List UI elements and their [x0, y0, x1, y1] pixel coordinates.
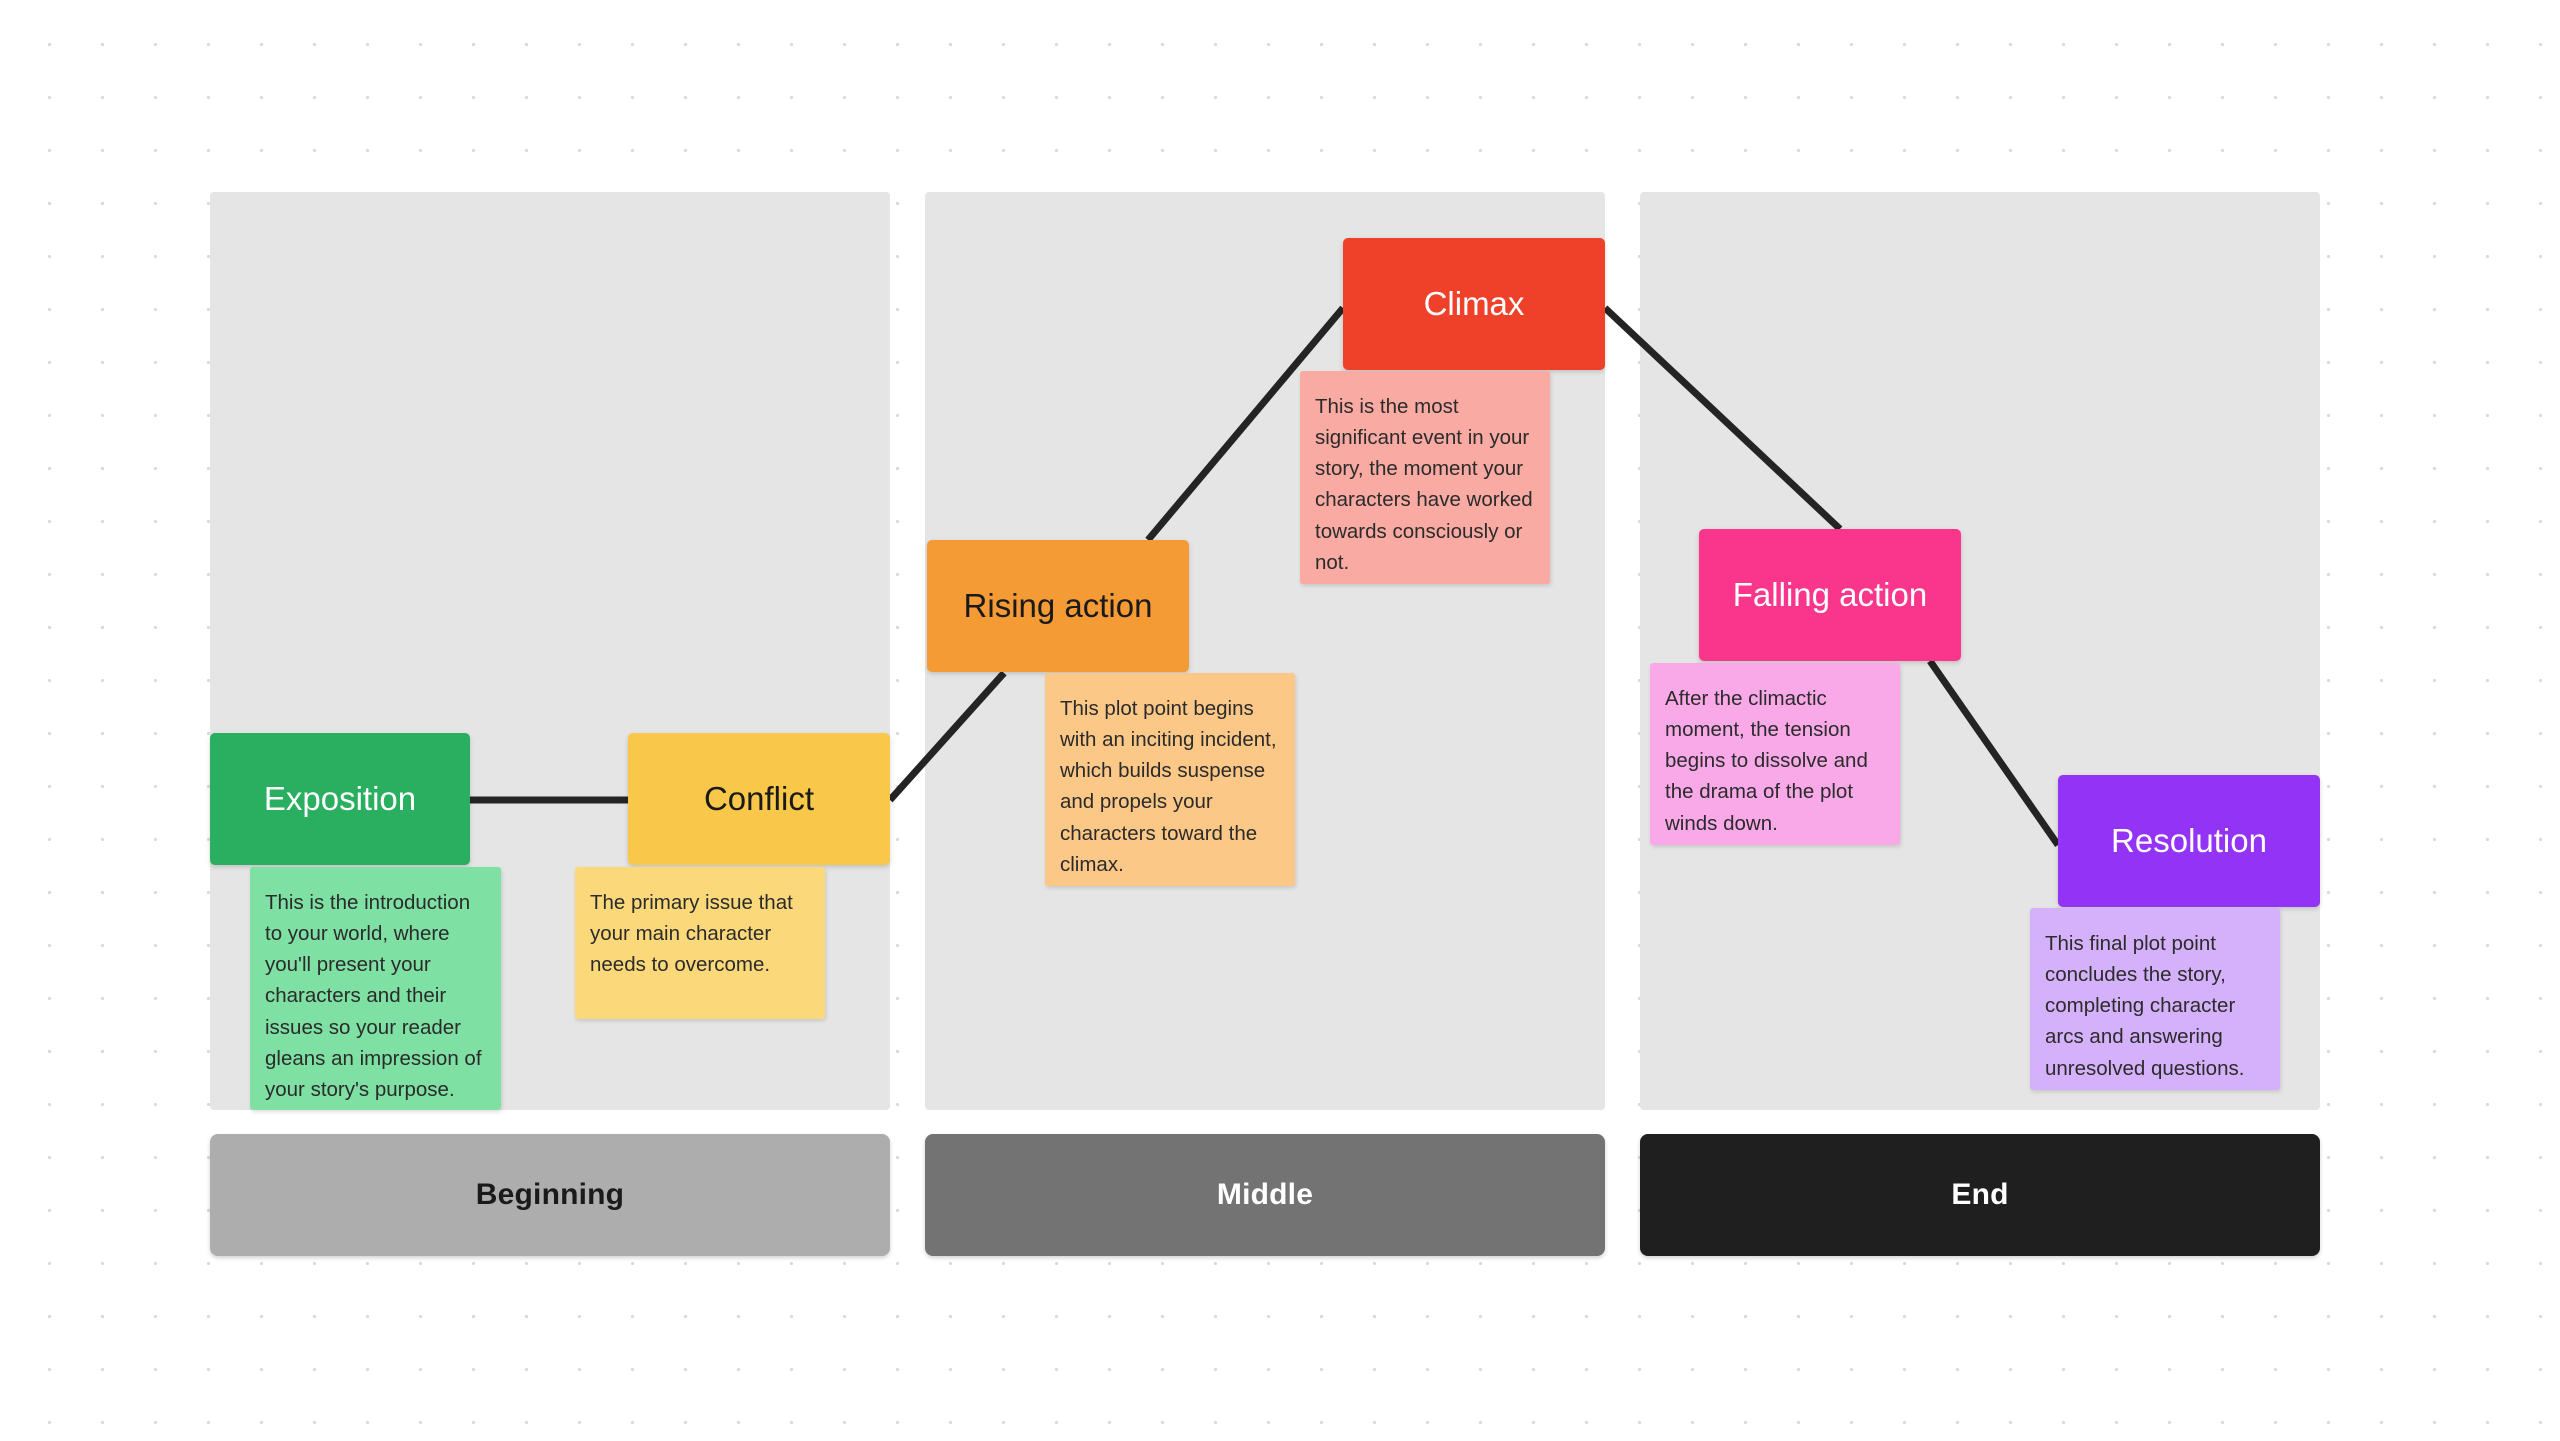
note-text-rising-action: This plot point begins with an inciting …: [1060, 697, 1277, 876]
note-text-falling-action: After the climactic moment, the tension …: [1665, 687, 1868, 835]
plot-point-falling-action[interactable]: Falling action: [1699, 529, 1961, 661]
plot-point-title-rising-action: Rising action: [963, 586, 1153, 624]
plot-point-title-conflict: Conflict: [703, 779, 815, 817]
plot-point-exposition[interactable]: Exposition: [210, 733, 470, 865]
plot-point-rising-action[interactable]: Rising action: [927, 540, 1189, 672]
stage-bar-middle[interactable]: Middle: [925, 1134, 1605, 1256]
note-conflict[interactable]: The primary issue that your main charact…: [575, 867, 825, 1019]
note-text-conflict: The primary issue that your main charact…: [590, 891, 793, 977]
note-climax[interactable]: This is the most significant event in yo…: [1300, 371, 1550, 584]
plot-point-title-exposition: Exposition: [263, 779, 417, 817]
plot-point-title-climax: Climax: [1423, 284, 1525, 322]
note-rising-action[interactable]: This plot point begins with an inciting …: [1045, 673, 1295, 886]
stage-bar-beginning[interactable]: Beginning: [210, 1134, 890, 1256]
note-exposition[interactable]: This is the introduction to your world, …: [250, 867, 501, 1110]
note-text-climax: This is the most significant event in yo…: [1315, 395, 1533, 574]
stage-bar-label-middle: Middle: [1216, 1178, 1314, 1211]
note-text-exposition: This is the introduction to your world, …: [265, 891, 482, 1101]
plot-point-climax[interactable]: Climax: [1343, 238, 1605, 370]
plot-point-title-resolution: Resolution: [2111, 821, 2267, 859]
note-resolution[interactable]: This final plot point concludes the stor…: [2030, 908, 2280, 1090]
plot-point-title-falling-action: Falling action: [1732, 575, 1928, 613]
plot-point-resolution[interactable]: Resolution: [2058, 775, 2320, 907]
note-falling-action[interactable]: After the climactic moment, the tension …: [1650, 663, 1900, 845]
stage-bar-end[interactable]: End: [1640, 1134, 2320, 1256]
stage-bar-label-beginning: Beginning: [475, 1178, 625, 1211]
note-text-resolution: This final plot point concludes the stor…: [2045, 932, 2245, 1080]
stage-bar-label-end: End: [1951, 1178, 2009, 1211]
plot-point-conflict[interactable]: Conflict: [628, 733, 890, 865]
